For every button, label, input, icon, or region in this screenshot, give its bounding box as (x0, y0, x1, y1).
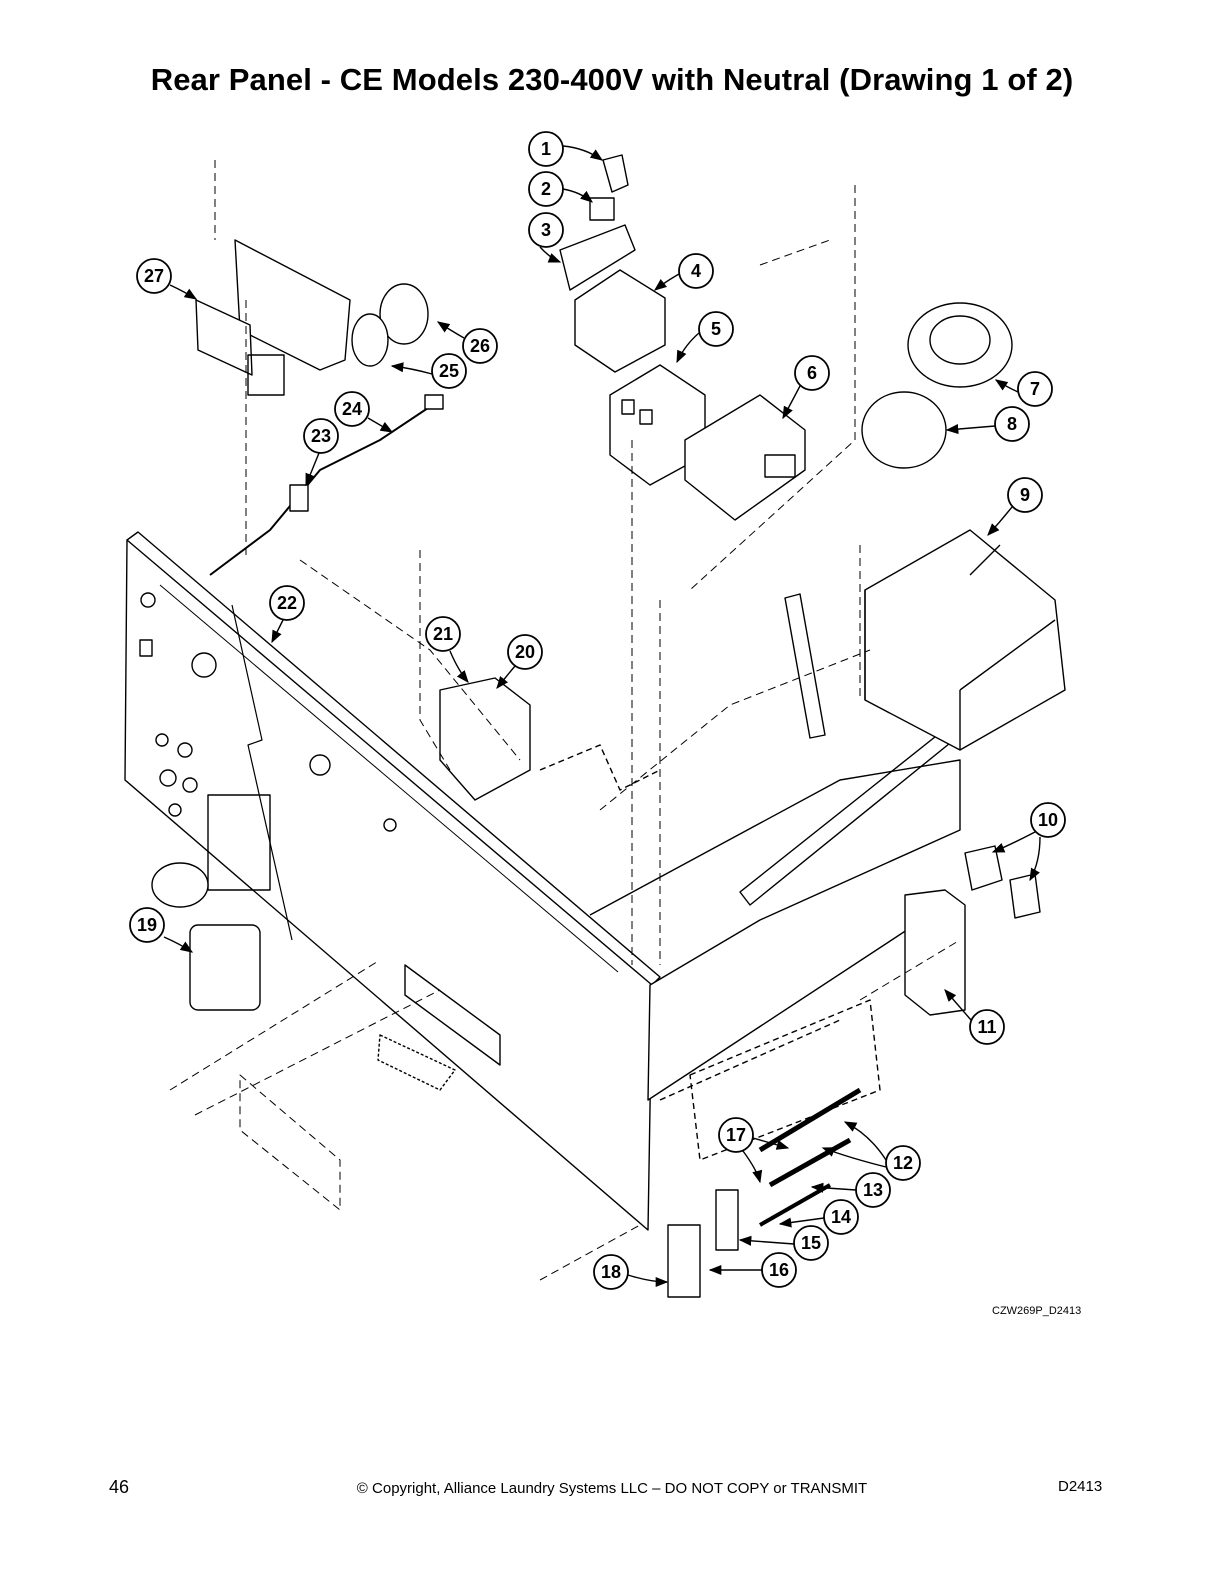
callout-15: 15 (801, 1233, 821, 1253)
drawing-reference: CZW269P_D2413 (992, 1305, 1082, 1317)
support-strut (784, 593, 826, 739)
cord-grip (151, 862, 209, 908)
panel-cutout (139, 639, 153, 657)
callout-27: 27 (144, 266, 164, 286)
callout-5: 5 (711, 319, 721, 339)
panel-cutout (207, 794, 271, 891)
relay-socket (589, 197, 615, 221)
callout-3: 3 (541, 220, 551, 240)
callout-14: 14 (831, 1207, 851, 1227)
page-title: Rear Panel - CE Models 230-400V with Neu… (150, 62, 1074, 97)
callout-20: 20 (515, 642, 535, 662)
terminal-block (559, 224, 636, 291)
panel-hole (155, 733, 169, 747)
mounting-bracket (234, 239, 351, 371)
callout-17: 17 (726, 1125, 746, 1145)
timer-knob (907, 302, 1013, 388)
callout-19: 19 (137, 915, 157, 935)
fuse-holder-plate (715, 1189, 739, 1251)
transformer (864, 529, 1066, 751)
label-plate (377, 1034, 456, 1091)
callout-10: 10 (1038, 810, 1058, 830)
knob-cap (602, 154, 629, 193)
fuse (768, 1137, 852, 1188)
panel-hole (177, 742, 193, 758)
rear-panel (124, 539, 653, 1231)
callout-4: 4 (691, 261, 701, 281)
fuse-terminal (667, 1224, 701, 1298)
wire-harness (209, 399, 441, 576)
panel-hole (168, 803, 182, 817)
panel-hole (309, 754, 331, 776)
fuse (758, 1087, 862, 1153)
callout-11: 11 (977, 1017, 996, 1037)
document-code: D2413 (1058, 1478, 1103, 1495)
callout-13: 13 (863, 1180, 883, 1200)
panel-hole (140, 592, 156, 608)
callout-16: 16 (769, 1260, 789, 1280)
panel-cutout (404, 964, 501, 1066)
panel-hole (191, 652, 217, 678)
circuit-breaker (439, 677, 531, 801)
callout-2: 2 (541, 179, 551, 199)
callout-9: 9 (1020, 485, 1030, 505)
fuse-block (964, 845, 1003, 891)
relay (574, 269, 666, 373)
callout-23: 23 (311, 426, 331, 446)
callout-25: 25 (439, 361, 459, 381)
copyright-notice: © Copyright, Alliance Laundry Systems LL… (356, 1480, 868, 1497)
callout-1: 1 (541, 139, 551, 159)
callout-21: 21 (433, 624, 453, 644)
callout-26: 26 (470, 336, 490, 356)
callout-24: 24 (342, 399, 362, 419)
gasket-disc (861, 391, 947, 469)
panel-hole (182, 777, 198, 793)
base-tray (589, 759, 961, 1101)
buzzer (379, 283, 429, 345)
fuse-block (1009, 873, 1041, 919)
buzzer-gasket (351, 313, 389, 367)
callout-6: 6 (807, 363, 817, 383)
terminal-module (195, 299, 253, 376)
callout-22: 22 (277, 593, 297, 613)
page-number: 46 (109, 1477, 130, 1497)
panel-hole (383, 818, 397, 832)
callout-7: 7 (1030, 379, 1040, 399)
disconnect-handle (189, 924, 261, 1011)
control-transformer (684, 394, 806, 521)
fuse-holder (904, 889, 966, 1016)
callout-8: 8 (1007, 414, 1017, 434)
callout-18: 18 (601, 1262, 621, 1282)
panel-hole (159, 769, 177, 787)
callout-12: 12 (893, 1153, 913, 1173)
